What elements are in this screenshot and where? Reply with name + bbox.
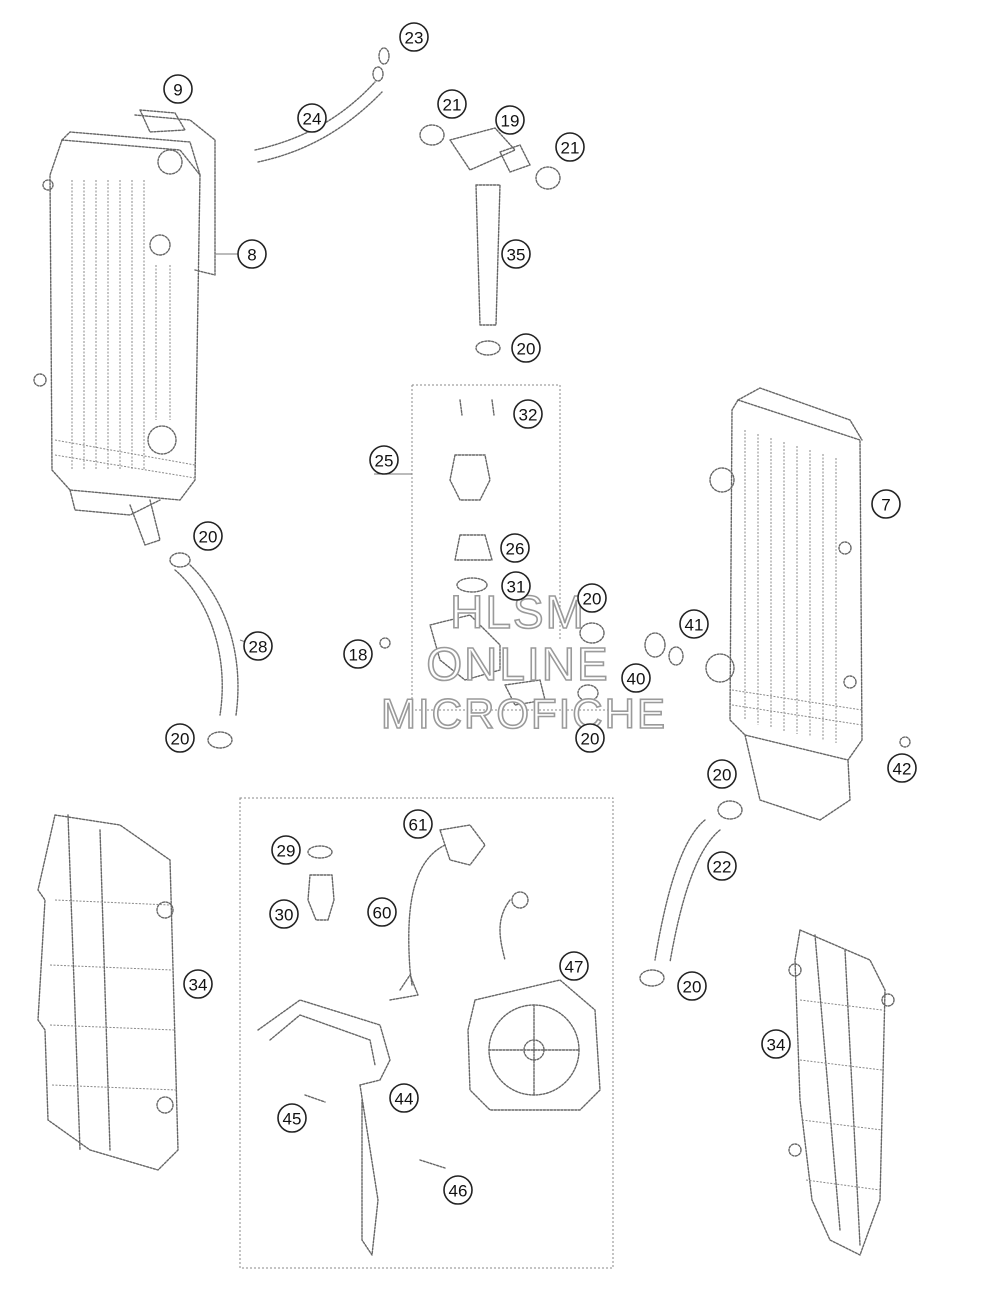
callout-42: 42	[887, 753, 917, 783]
callout-label: 25	[375, 452, 394, 471]
callout-20: 20	[575, 723, 605, 753]
callout-label: 20	[713, 766, 732, 785]
callout-47: 47	[559, 951, 589, 981]
callout-9: 9	[163, 74, 193, 104]
callout-label: 21	[561, 139, 580, 158]
callout-44: 44	[389, 1083, 419, 1113]
callout-label: 28	[249, 638, 268, 657]
callout-label: 32	[519, 406, 538, 425]
left-shroud	[37, 814, 179, 1171]
callout-label: 34	[767, 1036, 786, 1055]
callout-20: 20	[165, 723, 195, 753]
callout-34: 34	[761, 1029, 791, 1059]
callout-label: 30	[275, 906, 294, 925]
callout-20: 20	[677, 971, 707, 1001]
callout-label: 20	[683, 978, 702, 997]
callout-45: 45	[277, 1103, 307, 1133]
callout-label: 20	[583, 590, 602, 609]
callout-label: 45	[283, 1110, 302, 1129]
callout-label: 40	[627, 670, 646, 689]
callout-20: 20	[577, 583, 607, 613]
callout-30: 30	[269, 899, 299, 929]
fan-kit-box	[239, 797, 614, 1269]
thermostat-assembly	[419, 124, 561, 356]
callout-18: 18	[343, 639, 373, 669]
callout-label: 42	[893, 760, 912, 779]
callout-29: 29	[271, 835, 301, 865]
hose-28	[169, 552, 239, 749]
callout-40: 40	[621, 663, 651, 693]
callout-20: 20	[193, 521, 223, 551]
callout-label: 7	[881, 496, 890, 515]
callout-label: 41	[685, 616, 704, 635]
callout-7: 7	[871, 489, 901, 519]
callout-label: 47	[565, 958, 584, 977]
hose-22	[639, 800, 743, 987]
callout-label: 29	[277, 842, 296, 861]
callout-22: 22	[707, 851, 737, 881]
watermark-line-3: MICROFICHE	[381, 690, 667, 737]
callout-25: 25	[369, 445, 399, 475]
callout-46: 46	[443, 1175, 473, 1205]
callout-label: 46	[449, 1182, 468, 1201]
callout-label: 22	[713, 858, 732, 877]
callout-label: 44	[395, 1090, 414, 1109]
callout-label: 21	[443, 96, 462, 115]
thermostat-kit-box	[379, 384, 610, 711]
callout-31: 31	[501, 571, 531, 601]
callout-label: 31	[507, 578, 526, 597]
callout-label: 34	[189, 976, 208, 995]
callout-label: 60	[373, 904, 392, 923]
callout-label: 24	[303, 110, 322, 129]
callout-label: 26	[506, 540, 525, 559]
right-shroud	[788, 929, 895, 1256]
callout-24: 24	[297, 103, 327, 133]
callout-26: 26	[500, 533, 530, 563]
right-radiator	[644, 387, 911, 821]
hose-24	[254, 47, 390, 163]
callout-20: 20	[707, 759, 737, 789]
callout-21: 21	[437, 89, 467, 119]
callout-60: 60	[367, 897, 397, 927]
callout-label: 35	[507, 246, 526, 265]
callout-label: 20	[171, 730, 190, 749]
callout-label: 20	[517, 340, 536, 359]
callout-34: 34	[183, 969, 213, 999]
callout-61: 61	[403, 809, 433, 839]
callout-label: 19	[501, 112, 520, 131]
callout-label: 20	[199, 528, 218, 547]
callout-label: 18	[349, 646, 368, 665]
callout-label: 23	[405, 29, 424, 48]
callout-20: 20	[511, 333, 541, 363]
left-radiator	[33, 109, 216, 546]
callout-label: 9	[173, 81, 182, 100]
callout-19: 19	[495, 105, 525, 135]
callout-32: 32	[513, 399, 543, 429]
watermark-line-2: ONLINE	[426, 638, 609, 690]
callout-label: 20	[581, 730, 600, 749]
callout-41: 41	[679, 609, 709, 639]
callout-35: 35	[501, 239, 531, 269]
callout-23: 23	[399, 22, 429, 52]
callout-label: 61	[409, 816, 428, 835]
watermark: HLSM ONLINE MICROFICHE	[380, 585, 667, 738]
callout-28: 28	[243, 631, 273, 661]
callout-label: 8	[247, 246, 256, 265]
callout-21: 21	[555, 132, 585, 162]
callout-8: 8	[237, 239, 267, 269]
